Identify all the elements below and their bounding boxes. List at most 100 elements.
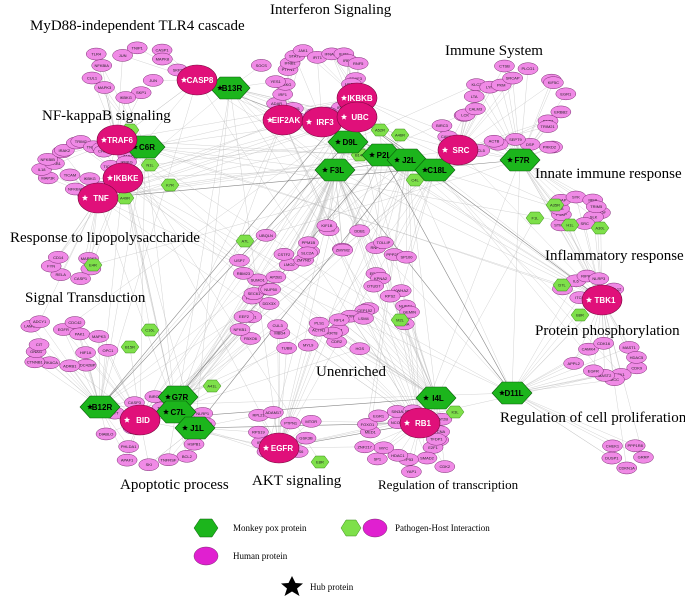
interaction-edge xyxy=(99,248,343,408)
human-protein-label: YWHAZ xyxy=(394,288,409,293)
human-protein-label: RPS2 xyxy=(385,294,396,299)
human-protein-label: PLS1 xyxy=(314,321,325,326)
interaction-edge xyxy=(308,169,436,346)
pathogen-host-label: E8R xyxy=(316,460,324,465)
human-protein-label: TRIM21 xyxy=(541,124,556,129)
human-protein-node: CDK2 xyxy=(434,460,456,473)
human-protein-label: MYL9 xyxy=(303,343,314,348)
human-protein-label: MCC xyxy=(610,377,619,382)
hub-protein-label: TNF xyxy=(93,194,109,203)
human-protein-label: SKP1 xyxy=(136,90,147,95)
human-protein-label: MBD4 xyxy=(274,330,286,335)
human-protein-node: CUL3 xyxy=(267,319,288,332)
pathogen-host-node: A30L xyxy=(590,221,610,235)
interaction-edge xyxy=(406,159,513,394)
human-protein-label: LAMC2 xyxy=(24,324,38,329)
human-protein-label: SIN3A xyxy=(391,409,403,414)
hub-star-icon xyxy=(305,118,313,125)
human-protein-node: KIF1B xyxy=(316,219,338,232)
human-protein-label: KRT8 xyxy=(327,331,338,336)
interaction-edge xyxy=(229,87,513,394)
human-protein-label: NFKBIA xyxy=(94,63,109,68)
human-protein-label: TICAM xyxy=(64,172,76,177)
human-protein-node: SKI xyxy=(138,458,160,471)
human-protein-node: KIF5C xyxy=(543,76,564,89)
human-protein-node: TICAM xyxy=(59,168,81,182)
pathogen-host-label: A7L xyxy=(241,239,249,244)
interaction-edge xyxy=(257,169,336,281)
human-protein-label: SUMO1 xyxy=(251,277,266,282)
human-protein-node: CDKN1A xyxy=(616,461,637,475)
human-protein-label: IFNAR1 xyxy=(325,51,340,56)
interaction-edge xyxy=(144,146,383,156)
interaction-edge xyxy=(511,392,612,459)
human-protein-label: KIF5C xyxy=(548,80,559,85)
human-protein-node: ADCY1 xyxy=(29,315,50,328)
interaction-edge xyxy=(283,169,336,255)
human-protein-node: MYC xyxy=(373,441,394,455)
human-protein-node: BIRC3 xyxy=(431,119,453,132)
hub-human-protein-tnf: TNF xyxy=(77,182,119,214)
human-protein-label: NUP50 xyxy=(264,287,278,292)
pathogen-host-label: B15R xyxy=(125,345,135,350)
human-protein-node: RPS19 xyxy=(248,425,269,439)
pathogen-host-node: A46R xyxy=(390,128,410,142)
human-protein-label: LYN xyxy=(486,85,494,90)
human-protein-node: ERBB2 xyxy=(550,105,572,119)
monkeypox-protein-label: D11L xyxy=(504,389,523,398)
interaction-edge xyxy=(457,82,554,151)
human-protein-node: NUP50 xyxy=(260,283,281,296)
pathogen-host-label: K3L xyxy=(451,410,459,415)
human-protein-label: YES1 xyxy=(270,79,281,84)
human-protein-label: MED1 xyxy=(365,429,377,434)
interaction-edge xyxy=(350,316,437,399)
human-protein-label: GSK3B xyxy=(299,436,313,441)
human-protein-node: APPL2 xyxy=(563,357,584,370)
human-protein-label: SP1 xyxy=(374,456,382,461)
human-protein-node: PAK1 xyxy=(69,327,90,341)
human-protein-label: IL6 xyxy=(573,278,579,283)
interaction-edge xyxy=(177,325,278,398)
monkeypox-protein-label: C7L xyxy=(170,408,185,417)
human-protein-label: IKBKG xyxy=(84,176,96,181)
human-protein-label: MYC xyxy=(379,445,388,450)
hub-star-icon xyxy=(266,116,274,123)
human-protein-label: IKBKG xyxy=(120,95,132,100)
human-protein-label: IKBKG xyxy=(279,82,291,87)
human-protein-node: BCL2 xyxy=(176,450,198,463)
interaction-edge xyxy=(356,116,603,301)
hub-star-icon xyxy=(499,390,505,396)
human-protein-node: TRIM21 xyxy=(537,120,558,133)
interaction-edge xyxy=(144,146,177,413)
interaction-edge xyxy=(175,323,320,413)
interaction-edge xyxy=(511,392,613,447)
human-protein-label: KPNA2 xyxy=(374,276,388,281)
cluster-titles: MyD88-independent TLR4 cascade Interfero… xyxy=(10,2,685,493)
hub-human-protein-bid: BID xyxy=(119,404,161,436)
human-protein-label: EGR1 xyxy=(373,413,385,418)
interaction-edge xyxy=(175,87,231,413)
interaction-edge xyxy=(39,197,99,322)
human-protein-label: SKI xyxy=(146,462,152,467)
human-protein-label: CSTF2 xyxy=(278,252,291,257)
human-protein-label: PTPN1 xyxy=(284,420,298,425)
human-protein-node: PLCG1 xyxy=(517,62,539,75)
human-protein-node: HDAC5 xyxy=(626,351,647,364)
human-protein-node: GRRP xyxy=(633,450,654,464)
human-protein-label: GRRP xyxy=(638,455,650,460)
title-protein-phosphorylation: Protein phosphorylation xyxy=(535,323,680,339)
interaction-edge xyxy=(383,159,408,243)
human-protein-node: TFDP1 xyxy=(426,432,447,446)
human-protein-label: RPL21 xyxy=(253,413,266,418)
interaction-edge xyxy=(347,84,477,143)
human-protein-label: SMAD2 xyxy=(420,456,435,461)
interaction-edge xyxy=(139,169,436,421)
human-protein-label: HSPB1 xyxy=(187,442,201,447)
pathogen-host-node: B15R xyxy=(120,340,140,354)
legend-pathogen-host-human-swatch xyxy=(362,518,388,538)
human-protein-node: HIF1A xyxy=(75,346,96,359)
human-protein-label: CHEK1 xyxy=(606,443,620,448)
human-protein-node: TLR4 xyxy=(85,47,107,61)
pathogen-host-label: C4L xyxy=(411,178,419,183)
human-protein-label: NCOR1 xyxy=(391,420,406,425)
